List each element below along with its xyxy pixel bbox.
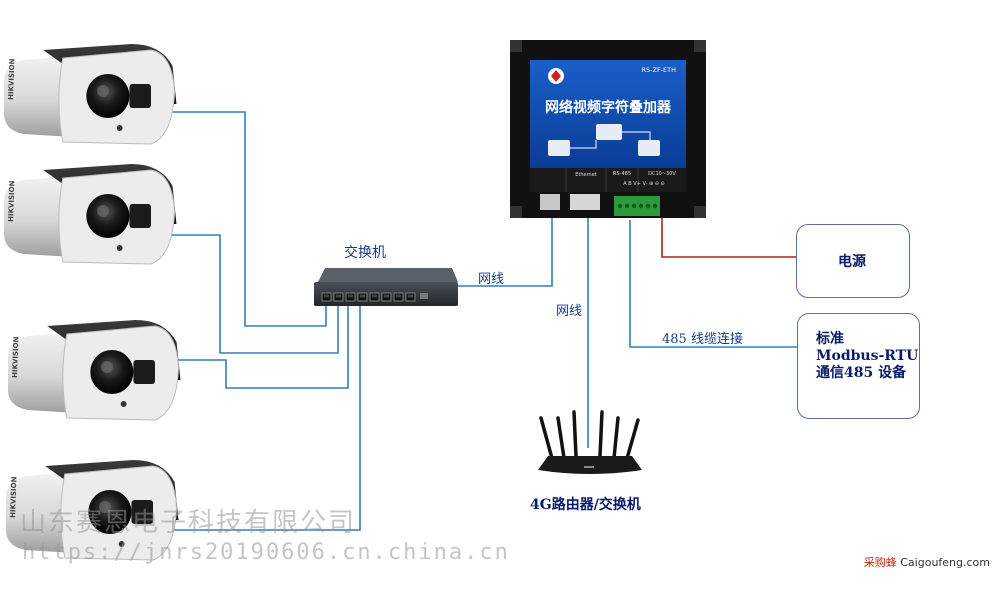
modbus-line-2: Modbus-RTU bbox=[816, 348, 919, 364]
modbus-line-3: 通信485 设备 bbox=[816, 365, 907, 381]
camera-brand-3: HIKVISION bbox=[11, 336, 20, 378]
camera-brand-4: HIKVISION bbox=[9, 476, 18, 518]
device-model: RS-ZF-ETH bbox=[642, 66, 677, 74]
cable-label-to-device: 网线 bbox=[478, 272, 505, 287]
power-cable-red bbox=[661, 210, 797, 258]
ip-camera-3 bbox=[7, 319, 181, 421]
router-4g bbox=[538, 410, 642, 474]
corner-watermark-cn: 采购蜂 bbox=[863, 556, 897, 569]
network-switch bbox=[314, 268, 458, 306]
camera-brand-1: HIKVISION bbox=[7, 58, 16, 100]
ip-camera-1 bbox=[3, 43, 177, 145]
rs485-cable-label: 485 线缆连接 bbox=[662, 332, 743, 347]
switch-label: 交换机 bbox=[344, 245, 386, 261]
watermark-url: https://jnrs20190606.cn.china.cn bbox=[22, 540, 510, 565]
cable-label-to-router: 网线 bbox=[556, 304, 583, 319]
video-character-overlay-device: RS-ZF-ETH 网络视频字符叠加器 Ethernet RS-485 DC10… bbox=[510, 40, 706, 218]
router-label: 4G路由器/交换机 bbox=[530, 497, 641, 513]
corner-watermark: 采购蜂 Caigoufeng.com bbox=[864, 554, 990, 570]
port-pins-label: A B V+ V- ⊕ ⊖ ⊖ bbox=[623, 181, 665, 187]
watermark-company: 山东赛恩电子科技有限公司 bbox=[20, 508, 357, 538]
device-title: 网络视频字符叠加器 bbox=[545, 99, 672, 116]
switch-to-device-cable bbox=[456, 210, 553, 287]
corner-watermark-en: Caigoufeng.com bbox=[900, 556, 990, 569]
rs485-cable bbox=[629, 220, 797, 348]
ip-camera-2 bbox=[3, 163, 177, 265]
port-rs485-label: RS-485 bbox=[613, 171, 631, 177]
modbus-line-1: 标准 bbox=[816, 331, 844, 347]
power-supply-box bbox=[796, 224, 910, 298]
camera-brand-2: HIKVISION bbox=[7, 180, 16, 222]
power-supply-label: 电源 bbox=[838, 254, 866, 270]
modbus-device-box bbox=[797, 313, 920, 419]
port-dc-label: DC10~30V bbox=[648, 171, 676, 177]
camera-cables bbox=[150, 111, 361, 531]
port-ethernet-label: Ethernet bbox=[575, 172, 597, 178]
